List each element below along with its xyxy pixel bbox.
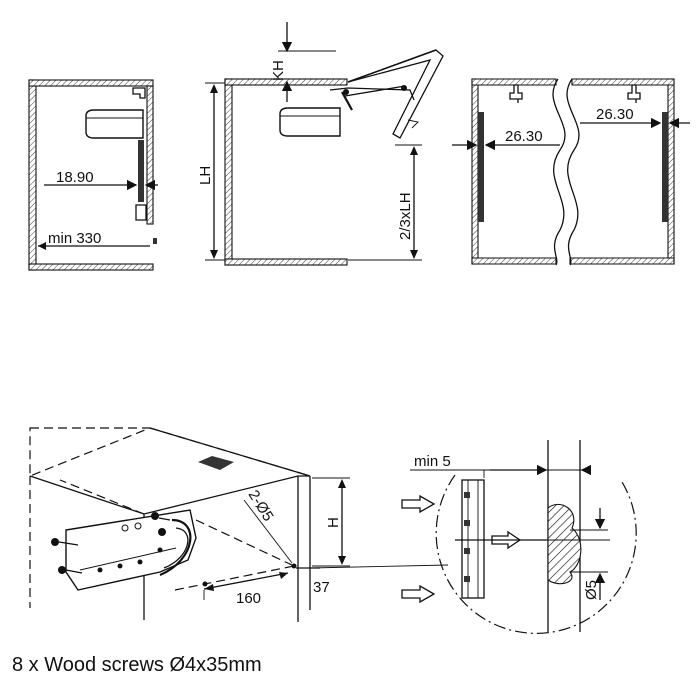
figure-3-front-view: 26.30 26.30 — [452, 78, 690, 266]
min-depth-label: min 330 — [48, 230, 101, 247]
right-offset-label: 26.30 — [596, 106, 634, 123]
vertical-distance-label: 37 — [313, 579, 330, 596]
screw-note: 8 x Wood screws Ø4x35mm — [12, 654, 262, 676]
figure-4-isometric-install: 2-Ø5 160 37 H — [29, 427, 449, 622]
hole-diameter-label: Ø5 — [583, 580, 600, 600]
min-distance-label: min 5 — [414, 453, 451, 470]
holes-label: 2-Ø5 — [245, 487, 277, 524]
mount-height-label: H — [325, 517, 342, 528]
detail-view: min 5 Ø5 — [401, 440, 637, 634]
cabinet-height-label: LH — [197, 166, 214, 185]
depth-label: 18.90 — [56, 169, 94, 186]
figure-1-cabinet-section: 18.90 min 330 — [28, 79, 158, 271]
flap-height-label: KH — [270, 60, 287, 81]
fraction-height-label: 2/3xLH — [397, 192, 414, 240]
figure-2-flap-lift: KH LH 2/3xLH — [197, 22, 444, 266]
horizontal-distance-label: 160 — [236, 590, 261, 607]
left-offset-label: 26.30 — [505, 128, 543, 145]
